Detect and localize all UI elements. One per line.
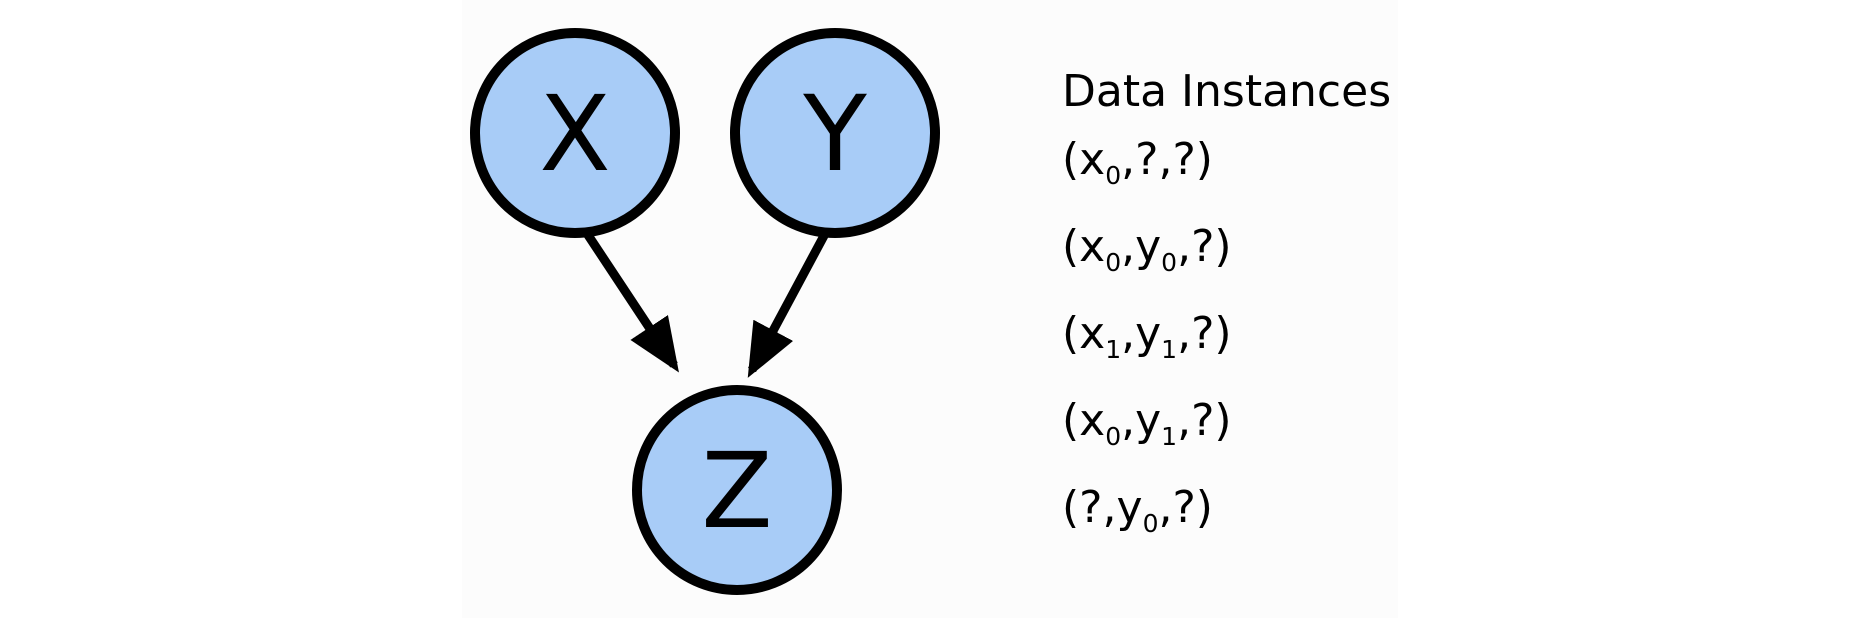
instance-text: ,?) bbox=[1177, 221, 1232, 272]
instance-subscript: 0 bbox=[1105, 422, 1122, 451]
edge-y-to-z bbox=[747, 229, 830, 378]
instance-text: x bbox=[1079, 308, 1106, 359]
instance-subscript: 1 bbox=[1161, 422, 1178, 451]
instance-text: ( bbox=[1062, 134, 1080, 185]
instance-text: x bbox=[1079, 395, 1106, 446]
instance-text: (?, bbox=[1062, 482, 1117, 533]
node-z: Z bbox=[632, 385, 842, 595]
network-diagram: X Y Z bbox=[470, 28, 940, 595]
edge-x-to-z bbox=[582, 229, 679, 373]
instance-subscript: 1 bbox=[1105, 335, 1122, 364]
instance-text: ,?) bbox=[1158, 482, 1213, 533]
instance-text: y bbox=[1135, 221, 1162, 272]
instance-text: ,?,?) bbox=[1121, 134, 1213, 185]
instance-text: , bbox=[1121, 395, 1136, 446]
instance-text: ,?) bbox=[1177, 308, 1232, 359]
data-instances-list: (x0,?,?)(x0,y0,?)(x1,y1,?)(x0,y1,?)(?,y0… bbox=[1062, 130, 1391, 538]
data-instance-row: (x1,y1,?) bbox=[1062, 304, 1391, 364]
instance-text: , bbox=[1121, 308, 1136, 359]
instance-text: , bbox=[1121, 221, 1136, 272]
instance-text: y bbox=[1116, 482, 1143, 533]
instance-text: x bbox=[1079, 221, 1106, 272]
instance-text: ( bbox=[1062, 395, 1080, 446]
instance-text: y bbox=[1135, 308, 1162, 359]
node-y-circle bbox=[730, 28, 940, 238]
node-y: Y bbox=[730, 28, 940, 238]
node-x-circle bbox=[470, 28, 680, 238]
instance-subscript: 1 bbox=[1161, 335, 1178, 364]
data-instance-row: (x0,y0,?) bbox=[1062, 217, 1391, 277]
instance-subscript: 0 bbox=[1142, 509, 1159, 538]
data-instances-panel: Data Instances (x0,?,?)(x0,y0,?)(x1,y1,?… bbox=[1062, 62, 1391, 538]
data-instances-title: Data Instances bbox=[1062, 66, 1392, 117]
node-z-circle bbox=[632, 385, 842, 595]
data-instance-row: (x0,y1,?) bbox=[1062, 391, 1391, 451]
node-z-label: Z bbox=[701, 430, 772, 552]
data-instance-row: (?,y0,?) bbox=[1062, 478, 1391, 538]
data-instance-row: (x0,?,?) bbox=[1062, 130, 1391, 190]
node-x-label: X bbox=[539, 73, 610, 195]
instance-text: ( bbox=[1062, 308, 1080, 359]
instance-subscript: 0 bbox=[1105, 161, 1122, 190]
instance-text: ,?) bbox=[1177, 395, 1232, 446]
instance-subscript: 0 bbox=[1161, 248, 1178, 277]
instance-text: x bbox=[1079, 134, 1106, 185]
node-y-label: Y bbox=[802, 73, 867, 195]
instance-text: y bbox=[1135, 395, 1162, 446]
node-x: X bbox=[470, 28, 680, 238]
bayes-net-figure: X Y Z Data Instances (x0,?,?)(x0,y0,?)(x… bbox=[462, 0, 1398, 618]
instance-subscript: 0 bbox=[1105, 248, 1122, 277]
instance-text: ( bbox=[1062, 221, 1080, 272]
